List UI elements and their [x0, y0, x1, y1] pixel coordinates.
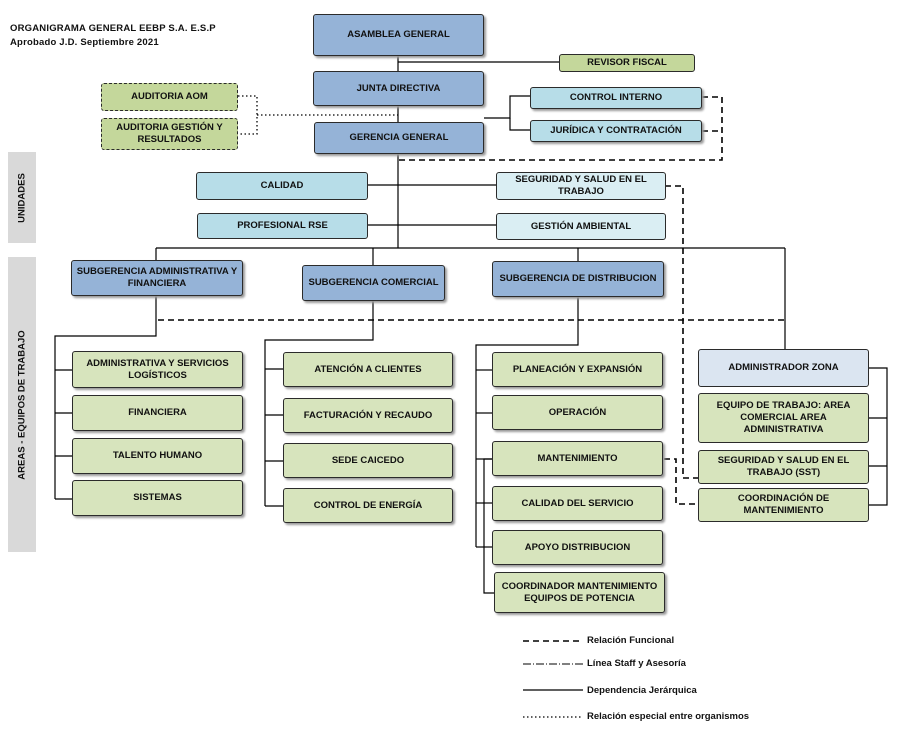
profesional-rse-box: PROFESIONAL RSE	[197, 213, 368, 239]
areas-sidebar: AREAS - EQUIPOS DE TRABAJO	[8, 257, 36, 552]
area-comercial-item: ATENCIÓN A CLIENTES	[283, 352, 453, 387]
area-distribucion-item: MANTENIMIENTO	[492, 441, 663, 476]
juridica-contratacion-box: JURÍDICA Y CONTRATACIÓN	[530, 120, 702, 142]
area-admin-item: FINANCIERA	[72, 395, 243, 431]
coordinacion-mantenimiento-box: COORDINACIÓN DE MANTENIMIENTO	[698, 488, 869, 522]
gerencia-general-box: GERENCIA GENERAL	[314, 122, 484, 154]
chart-subtitle: Aprobado J.D. Septiembre 2021	[10, 37, 159, 48]
functional-control	[398, 96, 723, 161]
asamblea-general-box: ASAMBLEA GENERAL	[313, 14, 484, 56]
subgerencia-distribucion-box: SUBGERENCIA DE DISTRIBUCION	[492, 261, 664, 297]
administrador-zona-box: ADMINISTRADOR ZONA	[698, 349, 869, 387]
equipo-trabajo-box: EQUIPO DE TRABAJO: AREA COMERCIAL AREA A…	[698, 393, 869, 443]
auditoria-link	[238, 95, 258, 135]
control-interno-link	[484, 95, 532, 119]
sst-zona-box: SEGURIDAD Y SALUD EN EL TRABAJO (SST)	[698, 450, 869, 484]
area-distribucion-item: CALIDAD DEL SERVICIO	[492, 486, 663, 521]
revisor-fiscal-box: REVISOR FISCAL	[559, 54, 695, 72]
area-distribucion-item: COORDINADOR MANTENIMIENTO EQUIPOS DE POT…	[494, 572, 665, 613]
gestion-ambiental-box: GESTIÓN AMBIENTAL	[496, 213, 666, 240]
legend-staff: Línea Staff y Asesoría	[587, 658, 686, 669]
area-distribucion-item: PLANEACIÓN Y EXPANSIÓN	[492, 352, 663, 387]
area-distribucion-item: APOYO DISTRIBUCION	[492, 530, 663, 565]
area-comercial-item: FACTURACIÓN Y RECAUDO	[283, 398, 453, 433]
unidades-label: UNIDADES	[16, 172, 28, 223]
area-distribucion-item: OPERACIÓN	[492, 395, 663, 430]
legend-funcional: Relación Funcional	[587, 635, 675, 646]
unidades-sidebar: UNIDADES	[8, 152, 36, 243]
area-comercial-item: CONTROL DE ENERGÍA	[283, 488, 453, 523]
junta-directiva-box: JUNTA DIRECTIVA	[313, 71, 484, 106]
areas-label: AREAS - EQUIPOS DE TRABAJO	[16, 329, 28, 480]
area-comercial-item: SEDE CAICEDO	[283, 443, 453, 478]
calidad-box: CALIDAD	[196, 172, 368, 200]
seguridad-salud-box: SEGURIDAD Y SALUD EN EL TRABAJO	[496, 172, 666, 200]
chart-title: ORGANIGRAMA GENERAL EEBP S.A. E.S.P	[10, 23, 216, 34]
area-admin-item: TALENTO HUMANO	[72, 438, 243, 474]
area-admin-item: ADMINISTRATIVA Y SERVICIOS LOGÍSTICOS	[72, 351, 243, 388]
legend-especial: Relación especial entre organismos	[587, 711, 750, 722]
control-interno-box: CONTROL INTERNO	[530, 87, 702, 109]
subgerencia-administrativa-box: SUBGERENCIA ADMINISTRATIVA Y FINANCIERA	[71, 260, 243, 296]
legend-jerarquica: Dependencia Jerárquica	[587, 685, 697, 696]
auditoria-aom-box: AUDITORIA AOM	[101, 83, 238, 111]
functional-mantenimiento	[664, 458, 699, 505]
auditoria-gestion-box: AUDITORIA GESTIÓN Y RESULTADOS	[101, 118, 238, 150]
functional-sst	[665, 185, 699, 479]
subgerencia-comercial-box: SUBGERENCIA COMERCIAL	[302, 265, 445, 301]
area-admin-item: SISTEMAS	[72, 480, 243, 516]
